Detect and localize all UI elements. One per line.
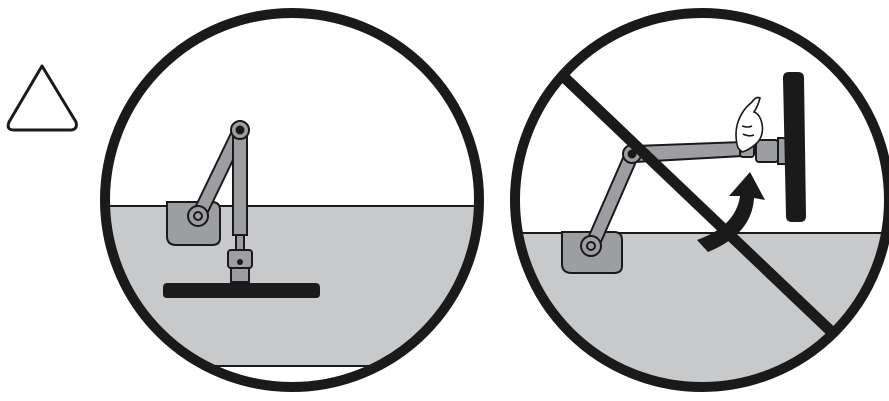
hand-icon: [735, 96, 764, 153]
arrow-icon: [697, 172, 765, 252]
panel-incorrect: [510, 8, 889, 392]
monitor-arm: [166, 120, 253, 283]
monitor-upright: [783, 72, 806, 222]
prohibition-circle: [510, 8, 889, 392]
panel-correct: [100, 8, 484, 392]
monitor-flat: [163, 283, 320, 298]
panel-frame: [100, 8, 484, 392]
prohibition-slash: [561, 74, 842, 342]
warning-triangle-icon: [6, 64, 78, 132]
